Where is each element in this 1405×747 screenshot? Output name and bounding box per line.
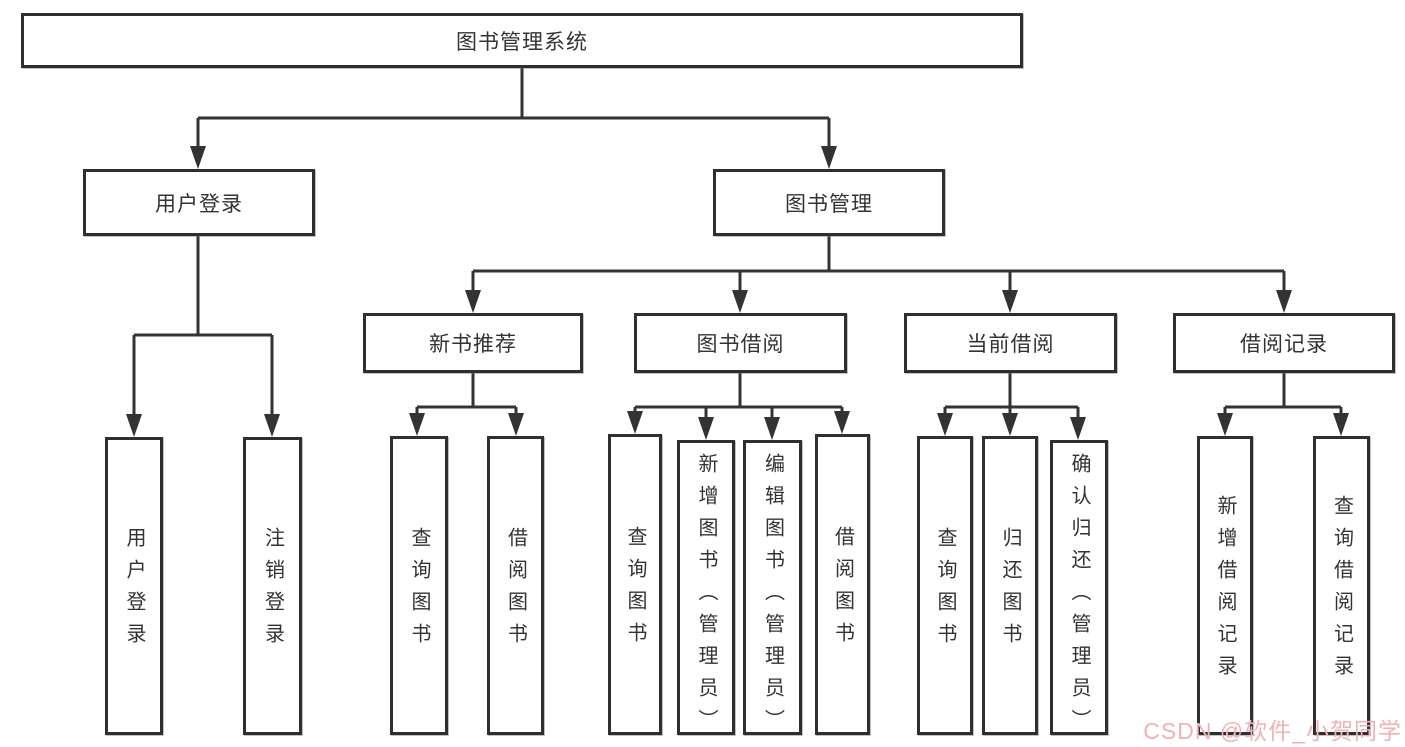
node-leaf-nbr-borrow-books: 借阅图书 <box>487 436 544 735</box>
node-leaf-bb-query-books: 查询图书 <box>608 434 662 735</box>
node-current-borrow: 当前借阅 <box>904 313 1117 373</box>
node-new-book-recommend: 新书推荐 <box>363 313 583 373</box>
node-root-system: 图书管理系统 <box>21 13 1023 68</box>
node-leaf-bb-add-books-admin: 新增图书（管理员） <box>677 440 735 741</box>
node-leaf-cb-confirm-return-admin: 确认归还（管理员） <box>1050 440 1108 741</box>
node-book-borrow: 图书借阅 <box>634 313 847 373</box>
node-leaf-bb-edit-books-admin: 编辑图书（管理员） <box>743 440 802 741</box>
node-book-management: 图书管理 <box>713 169 945 236</box>
node-leaf-cb-query-books: 查询图书 <box>917 436 973 735</box>
node-user-login: 用户登录 <box>83 169 315 236</box>
connector-bookmgmt-to-level3 <box>471 236 1286 294</box>
connector-root-to-level2 <box>196 68 831 150</box>
connector-bookborrow-to-leaves <box>633 373 844 421</box>
arrowheads <box>126 146 1349 440</box>
node-leaf-bb-borrow-books: 借阅图书 <box>815 434 870 735</box>
node-leaf-user-login: 用户登录 <box>105 437 163 735</box>
node-borrow-records: 借阅记录 <box>1173 313 1395 373</box>
node-leaf-br-query-record: 查询借阅记录 <box>1313 436 1370 735</box>
connector-userlogin-to-leaves <box>132 236 274 418</box>
csdn-watermark: CSDN @软件_小贺同学 <box>1143 718 1402 744</box>
connector-currentborrow-to-leaves <box>943 373 1080 421</box>
connector-newbookrec-to-leaves <box>415 373 518 417</box>
node-leaf-logout: 注销登录 <box>243 437 302 735</box>
node-leaf-nbr-query-books: 查询图书 <box>390 436 448 735</box>
node-leaf-cb-return-books: 归还图书 <box>982 436 1038 735</box>
node-leaf-br-add-record: 新增借阅记录 <box>1197 436 1253 735</box>
connector-borrowrecords-to-leaves <box>1223 373 1343 417</box>
